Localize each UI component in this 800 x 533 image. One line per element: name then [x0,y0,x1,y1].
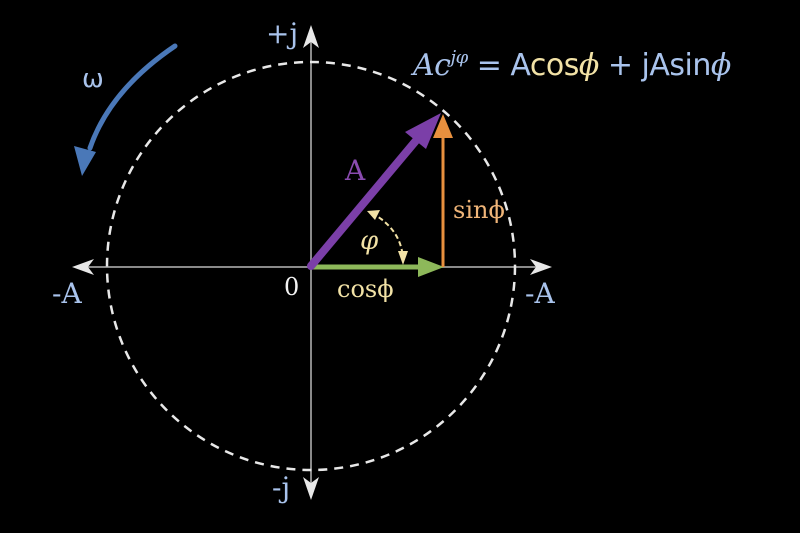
eq-term2-func: sin [669,48,711,83]
real-axis-right-arrowhead-icon [530,259,552,275]
eq-term1-func: cos [529,48,579,83]
eq-term2-coef: jA [641,48,670,83]
sin-component-label: sinϕ [453,196,505,224]
pos-imag-axis-label: +j [266,17,299,50]
omega-rotation-arrow-icon [74,43,178,176]
angle-label: φ [360,226,379,256]
eq-term1-coef: A [510,48,530,83]
eq-equals: = [467,48,511,83]
eq-lhs-exp-base: c [434,48,451,83]
euler-equation: Acjφ = Acosϕ + jAsinϕ [413,49,731,81]
real-axis-left-arrowhead-icon [72,259,94,275]
imag-axis-bottom-arrowhead-icon [303,477,319,500]
neg-imag-axis-label: -j [272,471,291,504]
phasor-arrow [307,113,441,270]
omega-label: ω [82,64,104,94]
cos-component-label: cosϕ [337,275,394,303]
origin-label: 0 [284,273,300,301]
angle-arc-icon [367,210,408,265]
phasor-label: A [345,154,366,187]
eq-term1-var: ϕ [578,48,599,83]
neg-real-axis-label: -A [52,277,82,310]
sin-component-arrow [433,114,453,267]
eq-lhs-base: A [413,48,435,83]
eq-lhs-exponent: jφ [450,47,468,68]
eq-term2-var: ϕ [710,48,731,83]
pos-real-axis-label: -A [525,277,555,310]
imag-axis-top-arrowhead-icon [303,25,319,48]
cos-component-arrow [312,257,444,277]
eq-plus: + [598,48,642,83]
unit-circle [105,60,517,472]
